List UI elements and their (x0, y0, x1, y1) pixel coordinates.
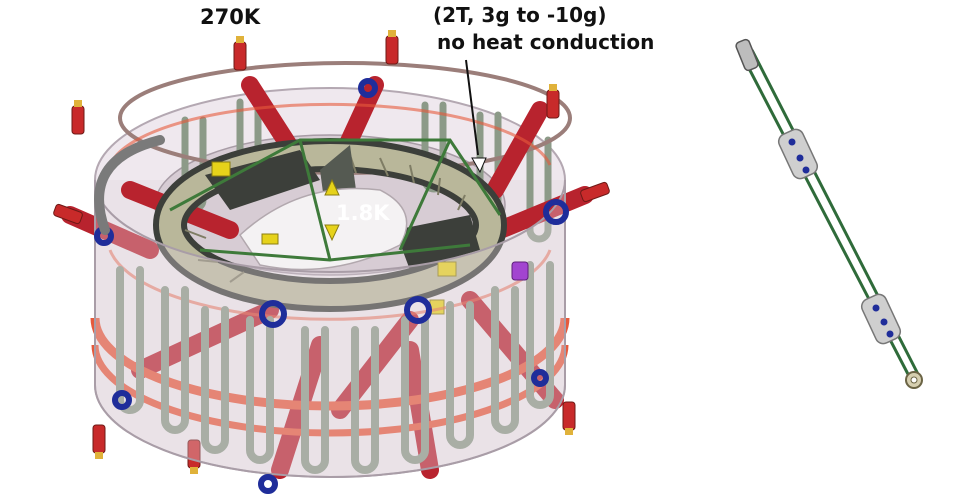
link-upper-clamp (777, 128, 819, 180)
green-support-frame (169, 138, 502, 262)
strut-right (491, 186, 594, 239)
link-lower-clamp (860, 293, 902, 345)
link-bottom-eye (905, 371, 923, 389)
inner-temperature-label: 1.8K (336, 201, 390, 225)
purple-component (511, 261, 529, 281)
magnet-coil-ring (153, 138, 507, 312)
strut-back-right (486, 101, 549, 199)
outer-temperature-label: 270K (200, 5, 261, 29)
outer-vessel-front (94, 179, 566, 478)
condition-label-line-2: no heat conduction (437, 30, 655, 54)
condition-label-line-1: (2T, 3g to -10g) (433, 3, 607, 27)
gray-pipe (94, 135, 165, 235)
link-top-cap (735, 38, 759, 72)
cryostat-assembly (53, 30, 610, 494)
pointer-arrow (465, 59, 487, 174)
suspension-link (735, 38, 923, 389)
front-cooling-tubes (116, 261, 554, 474)
strut-end-caps (53, 30, 610, 474)
